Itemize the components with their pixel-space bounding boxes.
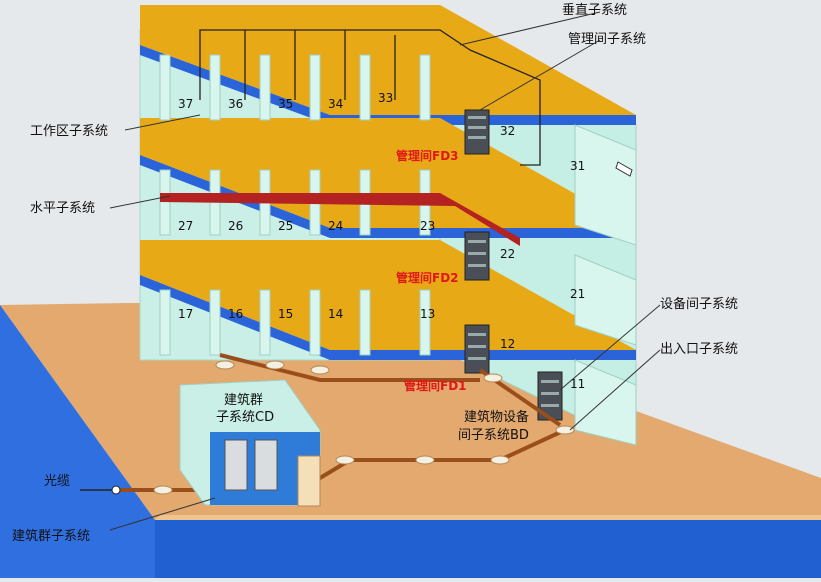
fd3-label: 管理间FD3 <box>396 148 459 163</box>
room-24: 24 <box>328 219 343 233</box>
equipment-room-subsystem-label: 设备间子系统 <box>660 296 738 312</box>
room-16: 16 <box>228 307 243 321</box>
room-21: 21 <box>570 287 585 301</box>
room-34: 34 <box>328 97 343 111</box>
vertical-cables <box>199 29 541 166</box>
bd-label-line1: 建筑物设备 <box>464 409 529 425</box>
room-33: 33 <box>378 91 393 105</box>
entrance-subsystem-label: 出入口子系统 <box>660 342 738 357</box>
horizontal-cable-tray <box>160 193 520 246</box>
room-26: 26 <box>228 219 243 233</box>
admin-subsystem-label: 管理间子系统 <box>568 32 646 47</box>
room-12: 12 <box>500 337 515 351</box>
room-numbers-floor2: 27 26 25 24 23 22 21 <box>178 219 585 301</box>
room-17: 17 <box>178 307 193 321</box>
rack-fd1 <box>464 324 490 374</box>
fd2-label: 管理间FD2 <box>396 270 459 285</box>
campus-subsystem-label: 建筑群子系统 <box>12 528 90 544</box>
room-37: 37 <box>178 97 193 111</box>
room-31: 31 <box>570 159 585 173</box>
cd-building <box>179 379 321 507</box>
callout-lines <box>109 11 661 531</box>
room-22: 22 <box>500 247 515 261</box>
room-27: 27 <box>178 219 193 233</box>
bd-label-line2: 间子系统BD <box>458 428 529 443</box>
room-32: 32 <box>500 124 515 138</box>
water-front <box>155 520 821 578</box>
work-area-subsystem-label: 工作区子系统 <box>30 124 108 139</box>
room-15: 15 <box>278 307 293 321</box>
room-numbers-floor3: 37 36 35 34 33 32 31 <box>178 91 585 173</box>
room-36: 36 <box>228 97 243 111</box>
room-35: 35 <box>278 97 293 111</box>
cd-label-line2: 子系统CD <box>216 410 274 425</box>
water-left <box>0 305 155 578</box>
vertical-subsystem-label: 垂直子系统 <box>562 3 627 18</box>
rack-fd2 <box>464 231 490 281</box>
fiber-label: 光缆 <box>44 473 70 489</box>
fiber-entry-point <box>111 485 121 495</box>
rack-fd3 <box>464 109 490 155</box>
ground-edge-right <box>155 515 821 520</box>
room-numbers-floor1: 17 16 15 14 13 12 11 <box>178 307 585 391</box>
horizontal-subsystem-label: 水平子系统 <box>30 201 95 216</box>
pointer-cursor-icon <box>615 161 633 177</box>
fd1-label: 管理间FD1 <box>404 378 467 393</box>
room-11: 11 <box>570 377 585 391</box>
room-14: 14 <box>328 307 343 321</box>
room-23: 23 <box>420 219 435 233</box>
room-25: 25 <box>278 219 293 233</box>
room-13: 13 <box>420 307 435 321</box>
cd-label-line1: 建筑群 <box>224 392 263 408</box>
